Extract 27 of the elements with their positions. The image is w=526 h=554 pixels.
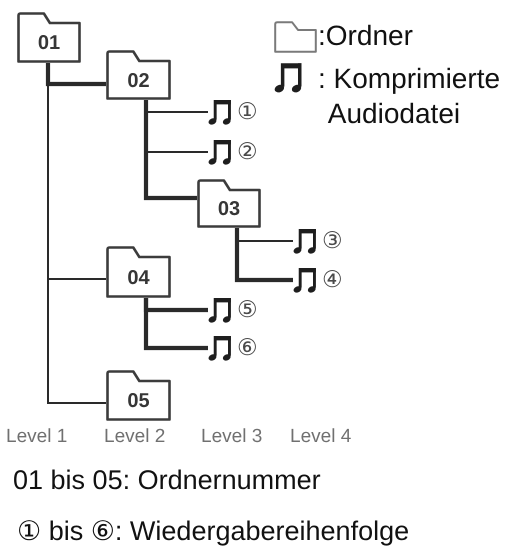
tree-line: [47, 63, 106, 404]
track-number: ⑤: [237, 298, 258, 322]
track-number: ⑥: [237, 336, 258, 360]
legend-label: :Ordner: [318, 19, 414, 53]
folder-number: 04: [127, 268, 150, 288]
track-number: ③: [322, 230, 343, 252]
folder-shape: [197, 179, 261, 228]
folder-number: 03: [218, 199, 240, 219]
level-label: Level 3: [201, 426, 262, 449]
folder-shape: [106, 246, 171, 298]
folder-shape: [17, 12, 81, 63]
note-text: 01 bis 05: Ordnernummer: [13, 464, 321, 496]
track-number: ②: [237, 140, 258, 164]
tree-line: [46, 63, 106, 86]
folder-number: 01: [38, 33, 60, 53]
tree-line: [144, 100, 197, 200]
folder-number: 05: [127, 391, 150, 411]
folder-number: 02: [127, 70, 150, 90]
folder-shape: [106, 50, 171, 100]
level-label: Level 1: [6, 426, 68, 449]
level-label: Level 2: [104, 426, 166, 449]
folder-shape: [106, 370, 171, 421]
track-number: ①: [237, 100, 258, 124]
track-number: ④: [322, 268, 343, 292]
level-label: Level 4: [290, 426, 352, 449]
legend-label: : Komprimierte Audiodatei: [318, 62, 502, 131]
note-text: ① bis ⑥: Wiedergabereihenfolge: [17, 515, 410, 548]
